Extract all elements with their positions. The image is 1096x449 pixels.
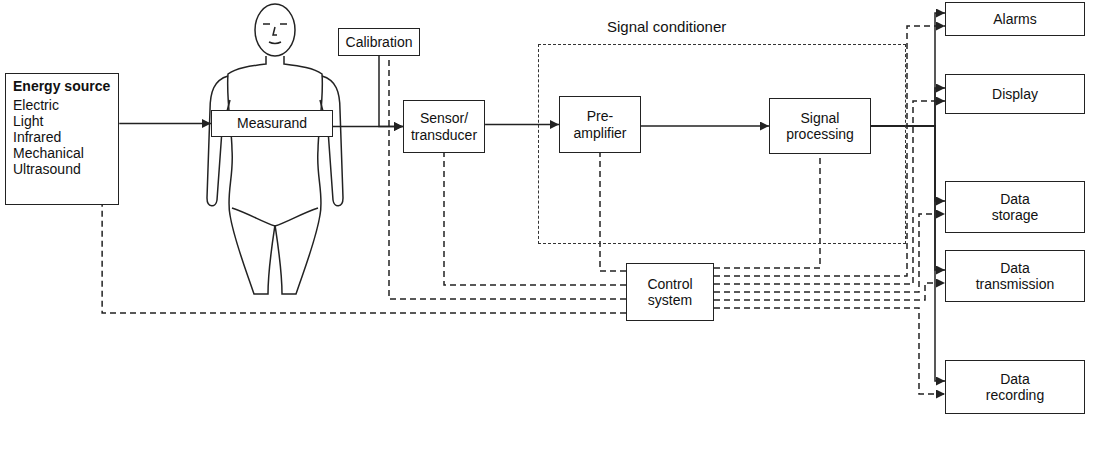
output-box: Data recording [945, 360, 1085, 414]
control-link [600, 153, 626, 271]
box-label: Data transmission [976, 260, 1055, 292]
control-link [389, 56, 626, 299]
output-box: Data transmission [945, 250, 1085, 302]
group-heading: Signal conditioner [607, 18, 726, 35]
signal-arrow [485, 124, 559, 126]
box-label: Pre- amplifier [574, 108, 627, 140]
box-label: Sensor/ transducer [411, 110, 477, 142]
list-item: Light [13, 113, 43, 129]
list-item: Mechanical [13, 145, 84, 161]
signal-arrow [871, 126, 945, 381]
signal-arrow [119, 123, 211, 125]
control-link [714, 101, 945, 284]
box-label: Calibration [346, 34, 413, 50]
box-label: Display [992, 86, 1038, 102]
control-link [714, 283, 945, 300]
control-link [714, 154, 820, 268]
list-item: Ultrasound [13, 161, 81, 177]
control-link [714, 308, 945, 394]
list-item: Electric [13, 97, 59, 113]
signal-conditioner-group: Signal conditionerPre- amplifierSignal p… [538, 44, 906, 244]
measurand-box: Measurand [211, 110, 333, 136]
swimsuit-line [232, 208, 318, 226]
box-label: Data recording [986, 371, 1044, 403]
box-label: Data storage [992, 191, 1039, 223]
nose [273, 27, 277, 35]
signal-arrow [871, 126, 945, 201]
signal-processing-box: Signal processing [769, 98, 871, 154]
output-box: Display [945, 74, 1085, 114]
output-box: Alarms [945, 2, 1085, 36]
preamplifier-box: Pre- amplifier [559, 96, 641, 153]
signal-arrow [871, 88, 945, 126]
mouth [269, 42, 281, 44]
box-label: Measurand [237, 115, 307, 131]
left-arm-outline [207, 76, 230, 206]
right-arm-outline [320, 76, 343, 206]
box-heading: Energy source [13, 78, 110, 94]
sensor-box: Sensor/ transducer [403, 100, 485, 153]
eyes [263, 23, 287, 25]
body-outline [228, 56, 323, 294]
control-system-box: Control system [626, 263, 714, 321]
signal-arrow [871, 126, 945, 270]
calibration-box: Calibration [338, 28, 421, 56]
list-item: Infrared [13, 129, 61, 145]
control-link [714, 214, 945, 292]
box-label: Signal processing [786, 110, 854, 142]
control-link [444, 153, 626, 285]
control-link [102, 205, 626, 313]
energy-source-box: Energy sourceElectricLightInfraredMechan… [5, 73, 119, 205]
signal-arrow [379, 56, 403, 127]
signal-arrow [641, 125, 769, 127]
head-outline [255, 4, 295, 56]
box-label: Alarms [993, 11, 1037, 27]
box-label: Control system [647, 276, 692, 308]
signal-arrow [871, 13, 945, 126]
control-link [714, 26, 945, 276]
output-box: Data storage [945, 181, 1085, 233]
